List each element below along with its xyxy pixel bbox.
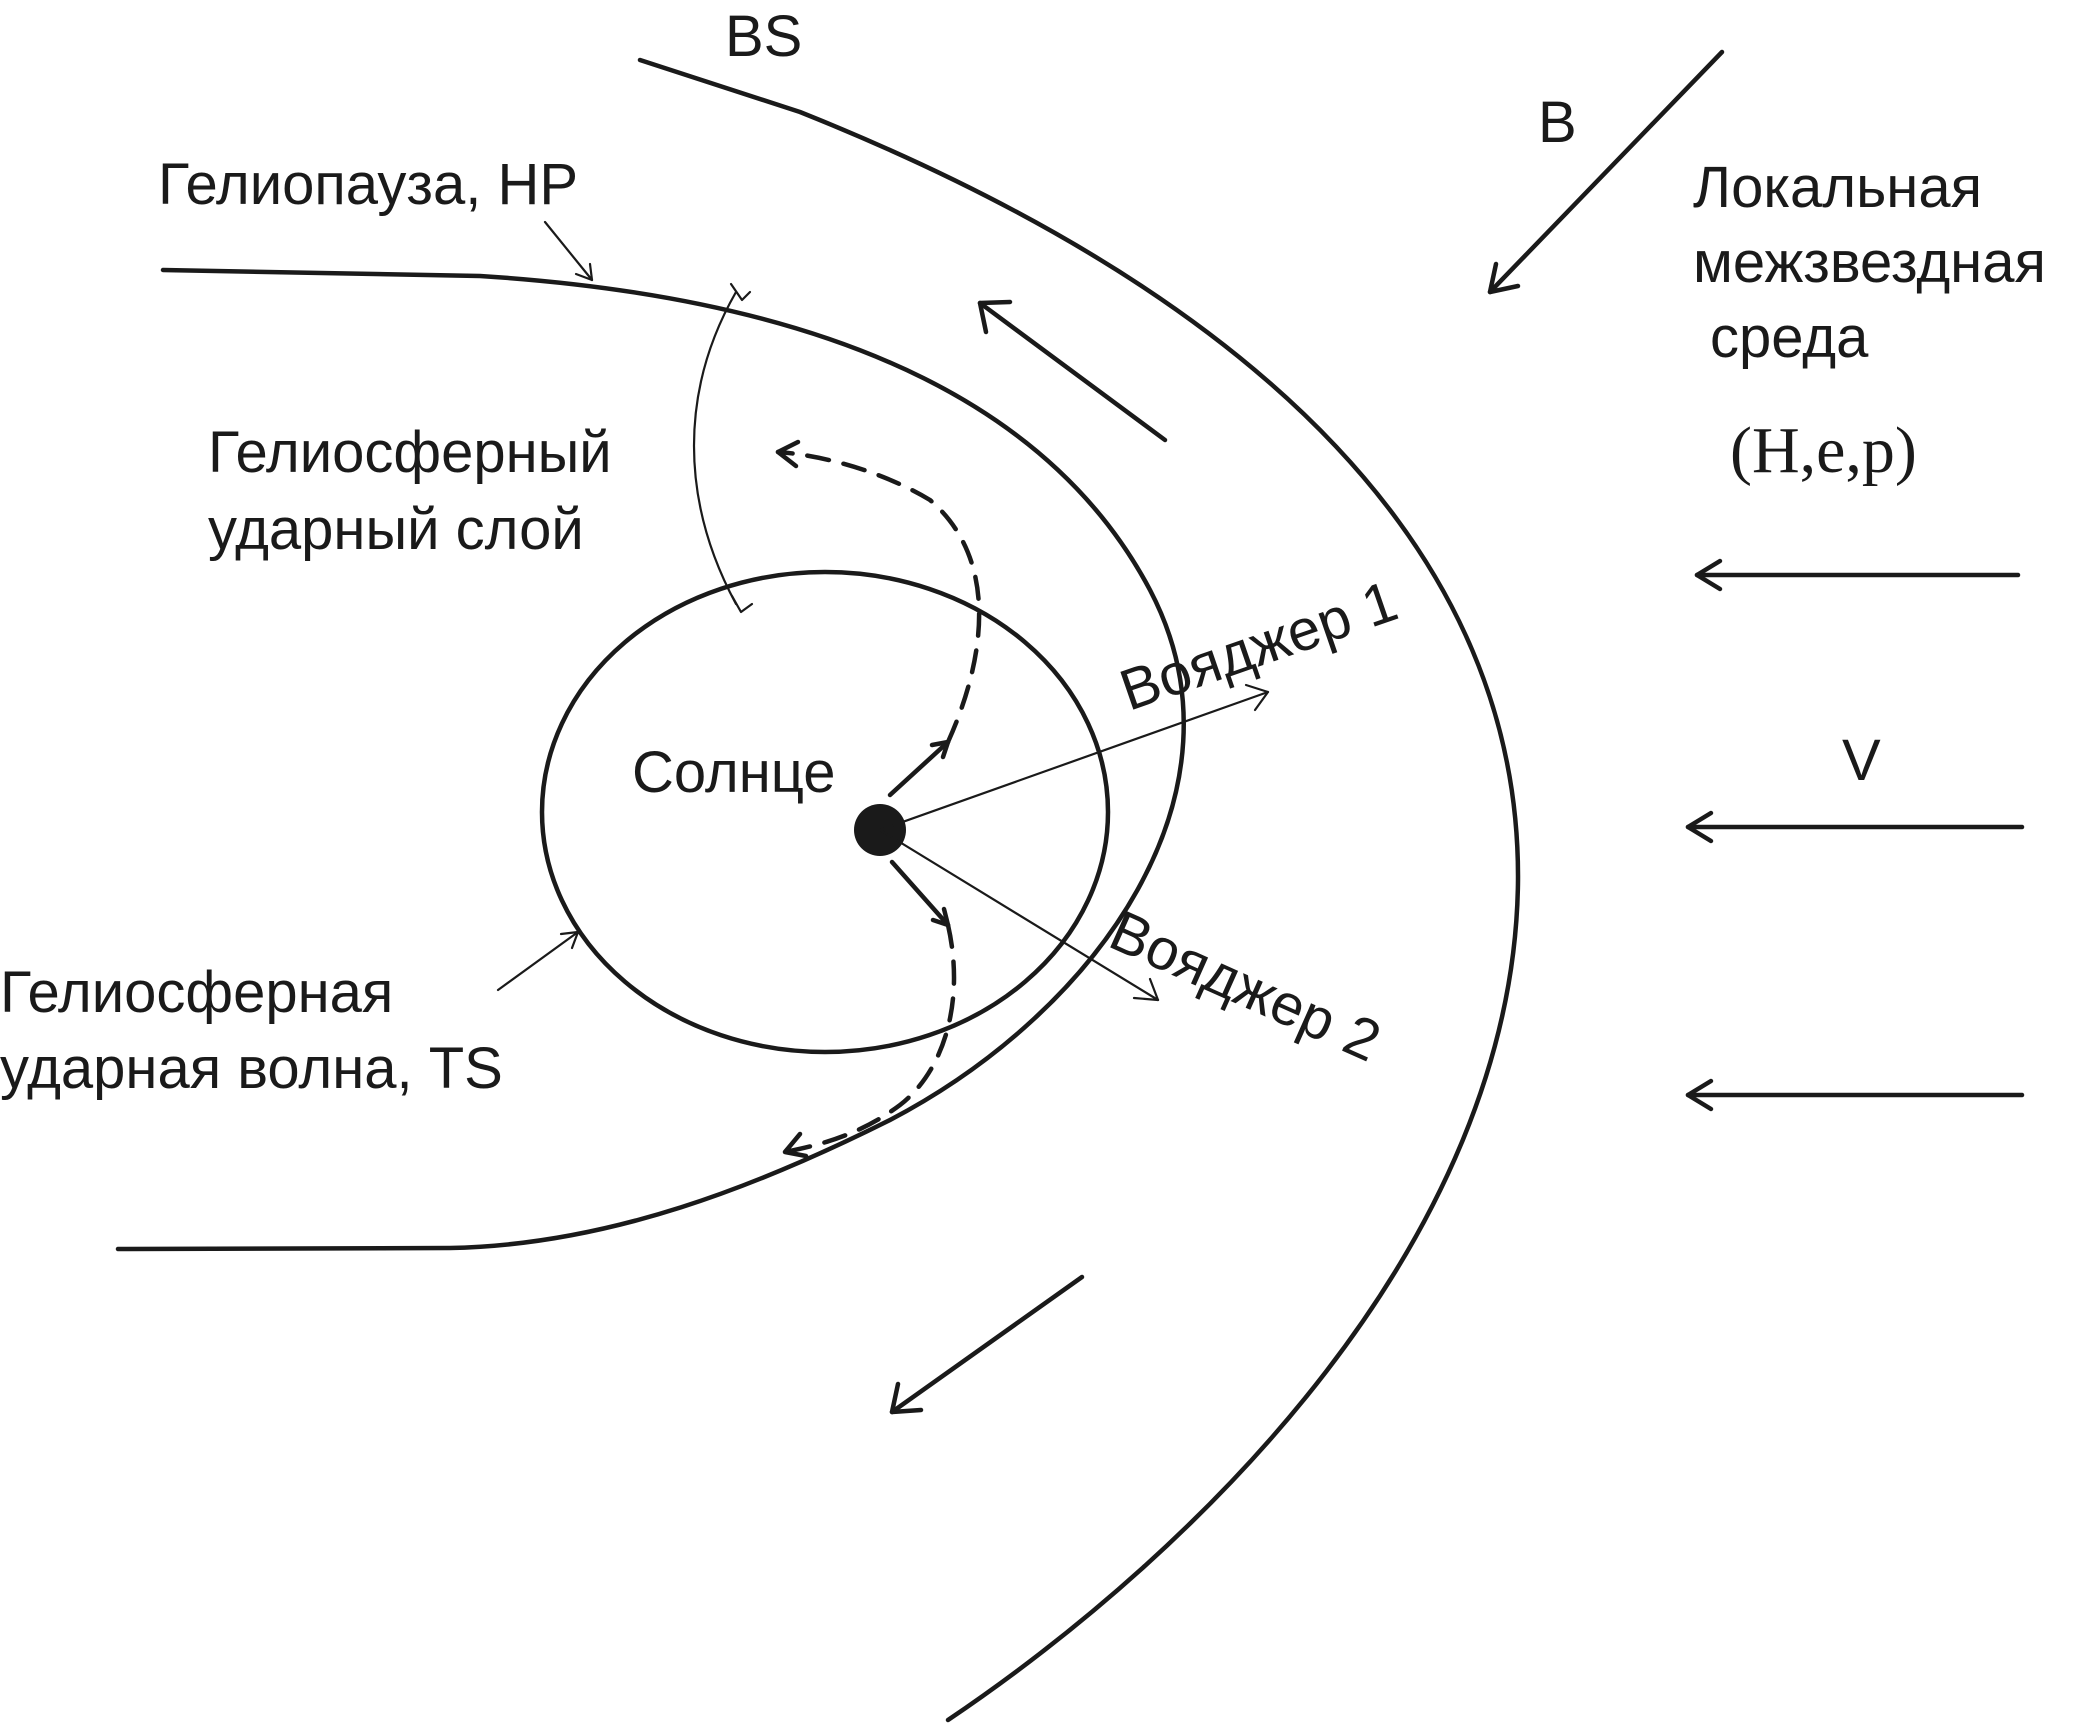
heliopause-label: Гелиопауза, HP (158, 152, 579, 217)
flow-velocity-label: V (1842, 728, 1881, 793)
sun-label: Солнце (632, 740, 836, 805)
sheath-flow-lower-arrow (889, 1274, 1085, 1415)
sheath-flow-lower-arrowhead (889, 1381, 924, 1415)
termination-shock-pointer (496, 930, 580, 992)
heliopause-pointer (543, 220, 594, 282)
solar-wind-down-arrow (889, 859, 951, 928)
dashed-flow-upper-head (775, 439, 801, 469)
voyager1-trajectory (878, 690, 1270, 832)
dashed-flow-lower-head (782, 1131, 809, 1159)
heliopause-pointer-head (574, 262, 594, 282)
magnetic-field-arrow (1487, 49, 1725, 295)
solar-wind-down-arrowhead (930, 906, 951, 928)
bow-shock-curve (637, 57, 1521, 1723)
magnetic-field-label: B (1538, 90, 1577, 155)
voyager1-arrowhead (1244, 683, 1270, 712)
lism-label-line1: Локальная (1693, 155, 1982, 220)
lism-label-line2: межзвездная (1693, 230, 2046, 295)
voyager2-trajectory (878, 828, 1160, 1002)
lism-composition-label: (H,e,p) (1730, 414, 1917, 487)
solar-wind-up-arrow (887, 739, 951, 798)
interstellar-flow-arrow-2-head (1685, 810, 1714, 844)
heliosheath-label-line1: Гелиосферный (208, 420, 612, 485)
sheath-flow-upper-arrowhead (977, 299, 1013, 335)
dashed-flow-upper (775, 449, 982, 745)
voyager2-arrowhead (1132, 977, 1160, 1002)
heliosheath-span-line (693, 290, 738, 606)
heliosheath-span-top-tick (729, 282, 752, 302)
interstellar-flow-arrow-1-head (1694, 558, 1723, 592)
termination-shock-pointer-head (559, 930, 580, 950)
solar-wind-up-arrowhead (929, 739, 951, 760)
heliosheath-label-line2: ударный слой (208, 497, 584, 562)
termination-shock-ellipse (539, 569, 1111, 1055)
termination-shock-label-line2: ударная волна, TS (0, 1036, 503, 1101)
lism-label-line3: среда (1710, 305, 1869, 370)
interstellar-flow-arrow-3-head (1685, 1078, 1714, 1112)
heliosheath-span-bottom-tick (730, 594, 754, 614)
dashed-flow-lower (782, 922, 957, 1155)
termination-shock-label-line1: Гелиосферная (0, 960, 394, 1025)
bow-shock-label: BS (725, 4, 803, 69)
sheath-flow-upper-arrow (977, 300, 1168, 443)
magnetic-field-arrowhead (1487, 261, 1521, 295)
heliopause-curve (115, 267, 1186, 1252)
